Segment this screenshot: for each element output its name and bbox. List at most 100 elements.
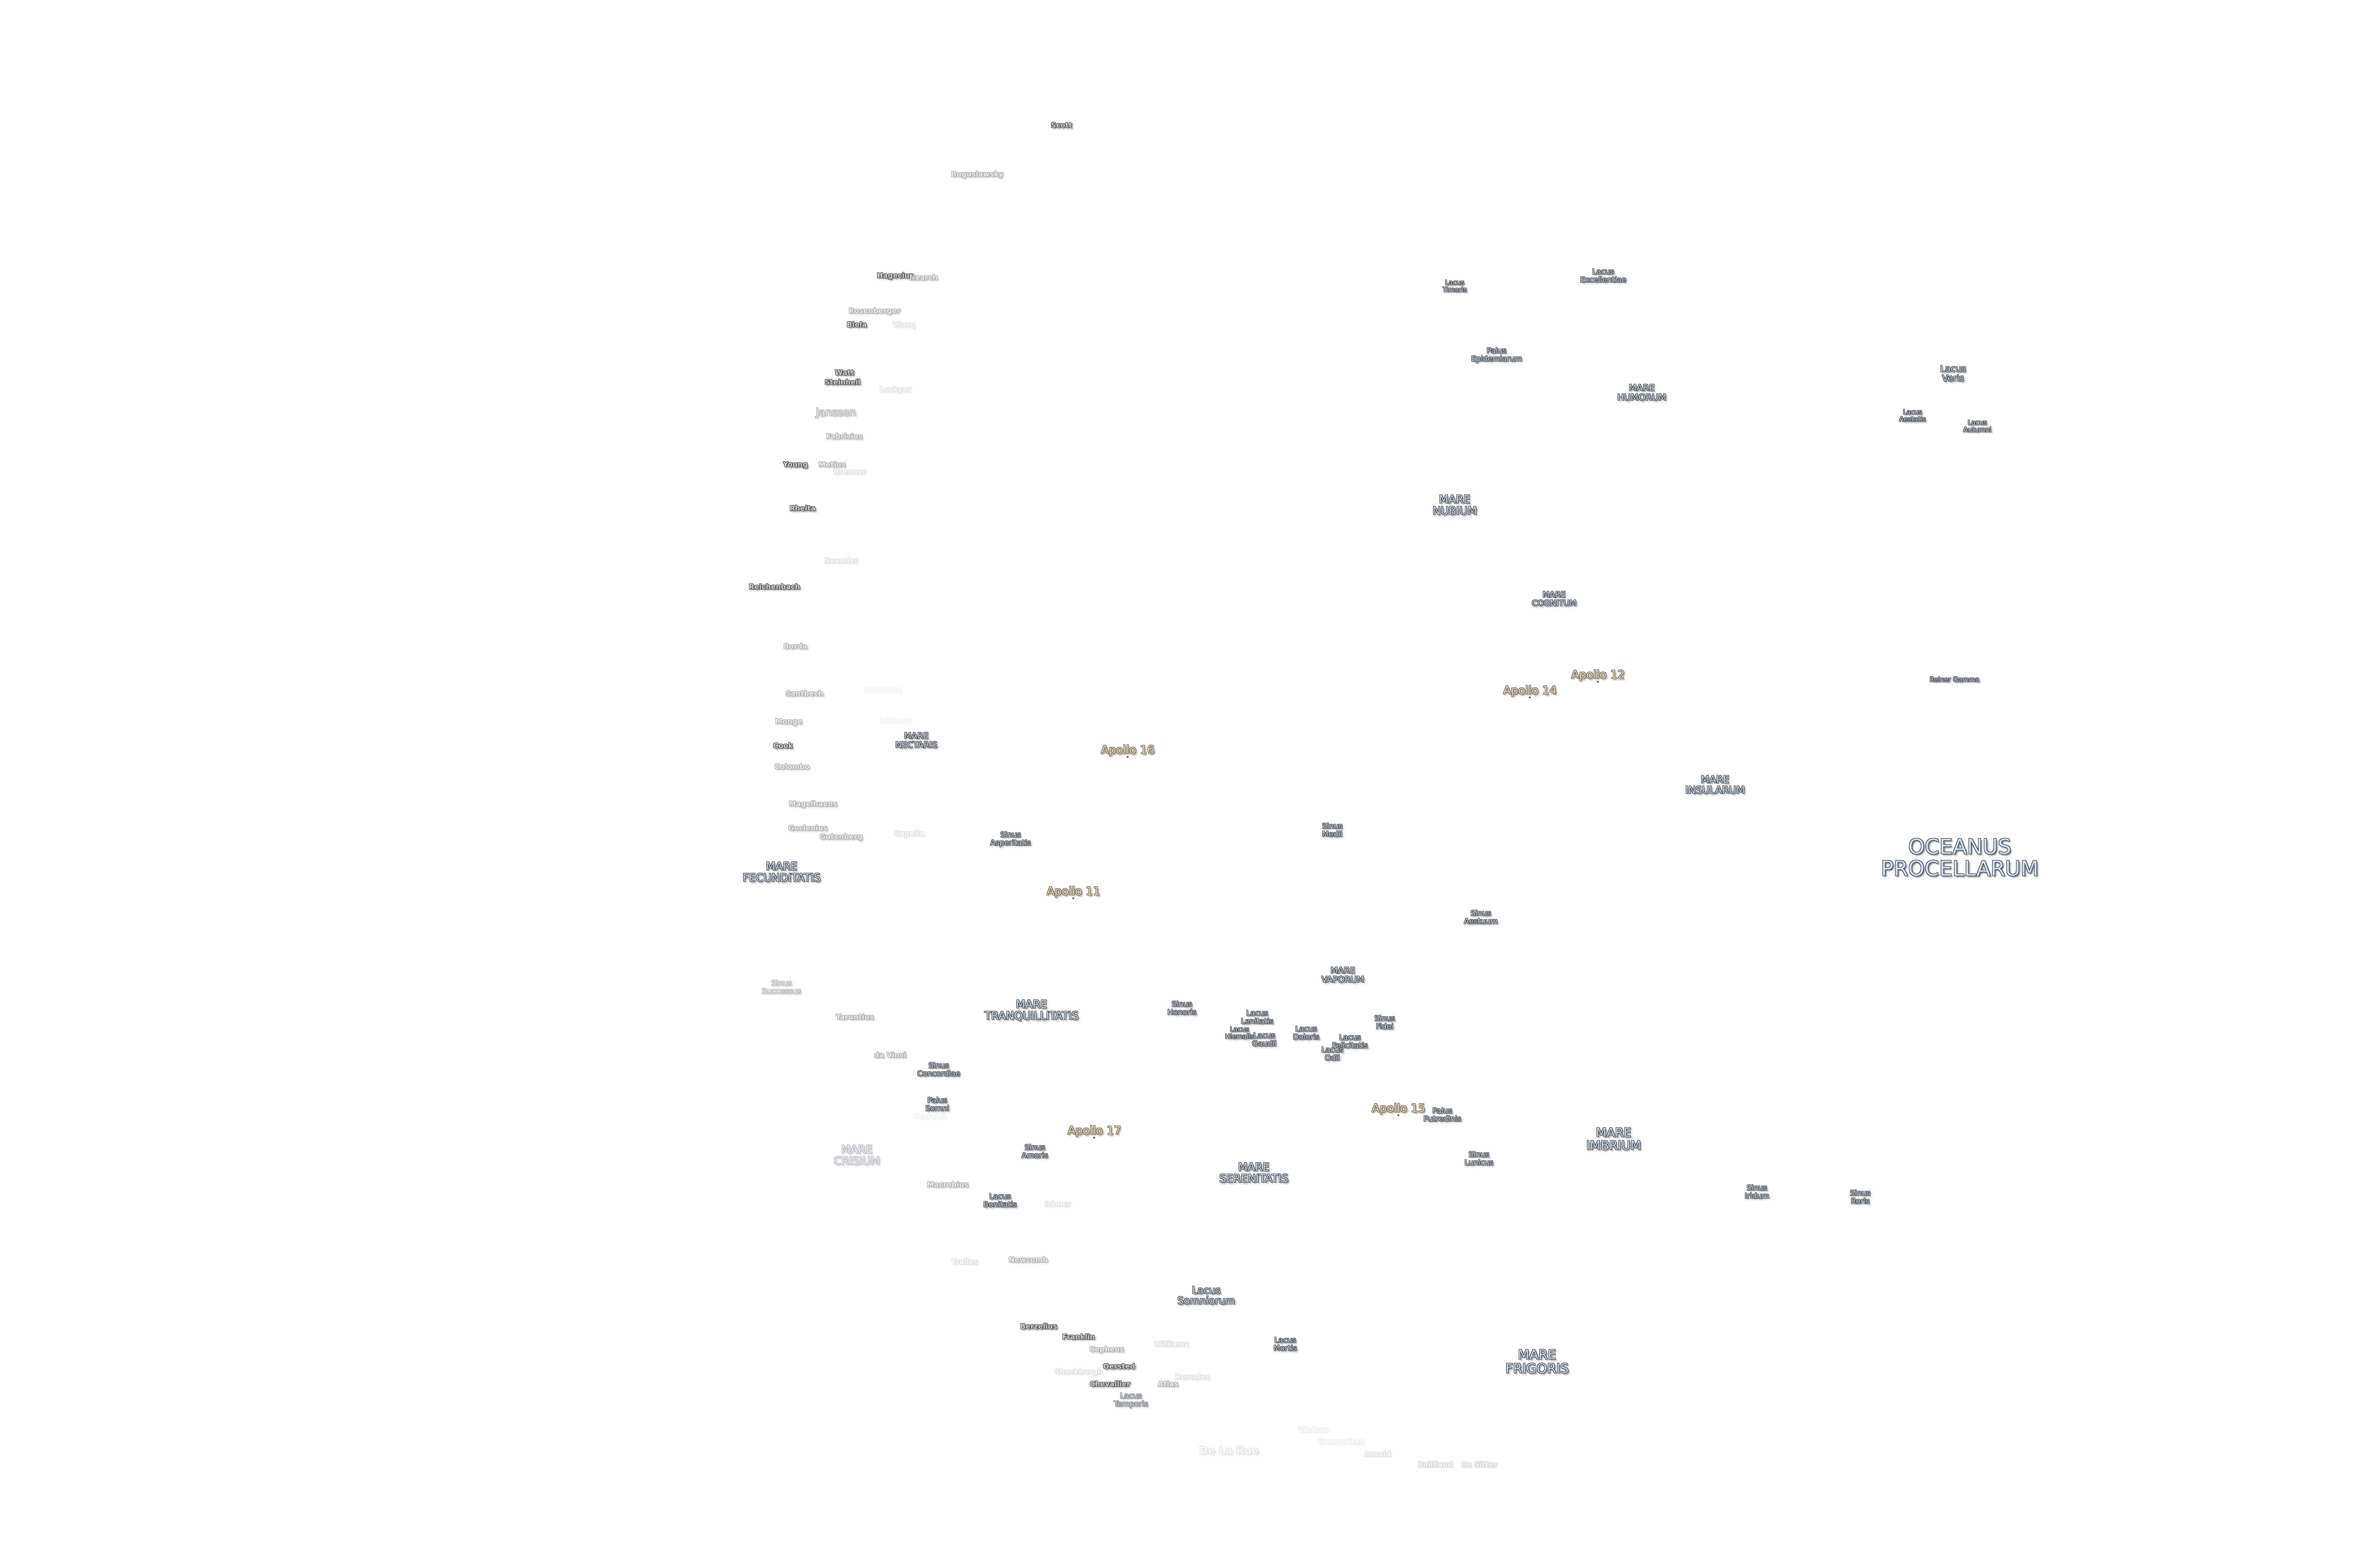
apollo-landing-site[interactable]: Apollo 17 <box>1067 1124 1121 1139</box>
sea-label[interactable]: Sinus Lunicus <box>1464 1150 1494 1167</box>
sea-label[interactable]: Sinus Medii <box>1322 821 1343 839</box>
crater-label[interactable]: Goclenius <box>788 824 828 833</box>
crater-label[interactable]: Daguerre <box>864 685 902 694</box>
crater-label[interactable]: Steinheil <box>824 378 861 387</box>
sea-label[interactable]: MARE COGNITUM <box>1532 590 1577 608</box>
crater-label[interactable]: Watt <box>834 368 854 377</box>
crater-label[interactable]: Santbech <box>785 689 823 698</box>
crater-label[interactable]: Biela <box>846 320 867 329</box>
crater-label[interactable]: Franklin <box>1062 1333 1095 1342</box>
apollo-landing-site[interactable]: Apollo 16 <box>1101 743 1155 758</box>
sea-label[interactable]: Lacus Mortis <box>1273 1335 1297 1353</box>
sea-label[interactable]: Lacus Somniorum <box>1177 1284 1235 1306</box>
sea-label[interactable]: Lacus Doloris <box>1293 1024 1319 1041</box>
crater-label[interactable]: Atlas <box>1158 1380 1179 1389</box>
crater-label[interactable]: Capella <box>894 829 924 838</box>
crater-label[interactable]: Arnold <box>1364 1450 1391 1459</box>
crater-label[interactable]: Berzelius <box>1020 1322 1057 1331</box>
crater-label[interactable]: da Vinci <box>874 1051 906 1060</box>
sea-label[interactable]: MARE INSULARUM <box>1685 773 1745 796</box>
sea-label[interactable]: Lacus Felicitatis <box>1332 1033 1368 1050</box>
sea-label[interactable]: MARE VAPORUM <box>1321 966 1364 985</box>
crater-label[interactable]: Lockyer <box>879 385 912 394</box>
crater-label[interactable]: Isidorus <box>880 716 912 725</box>
sea-label[interactable]: Palus Somni <box>925 1096 950 1113</box>
sea-label[interactable]: Lacus Timoris <box>1442 279 1467 294</box>
sea-label[interactable]: Lacus Autumni <box>1963 419 1992 434</box>
crater-label[interactable]: Monge <box>775 717 803 726</box>
crater-label[interactable]: Shuckburgh <box>1054 1367 1103 1376</box>
sea-label[interactable]: Sinus Concordiae <box>917 1061 961 1078</box>
crater-label[interactable]: De La Rue <box>1199 1445 1259 1457</box>
crater-label[interactable]: Gärtner <box>1297 1425 1329 1434</box>
sea-label[interactable]: Lacus Excellentiae <box>1580 267 1626 284</box>
sea-label[interactable]: Sinus Roris <box>1850 1188 1871 1206</box>
sea-label[interactable]: MARE FECUNDITATIS <box>743 860 821 884</box>
sea-label[interactable]: Lacus Temporis <box>1114 1391 1148 1408</box>
crater-label[interactable]: Williams <box>1154 1340 1189 1349</box>
sea-label[interactable]: MARE FRIGORIS <box>1505 1346 1569 1376</box>
sea-label[interactable]: MARE SERENITATIS <box>1219 1161 1289 1185</box>
crater-label[interactable]: Janssen <box>815 406 856 419</box>
crater-label[interactable]: De Sitter <box>1461 1460 1497 1469</box>
sea-label[interactable]: MARE IMBRIUM <box>1586 1126 1641 1153</box>
crater-label[interactable]: Colombo <box>774 762 810 771</box>
crater-label[interactable]: Magelhaens <box>789 800 837 809</box>
sea-label[interactable]: Lacus Gaudii <box>1252 1031 1277 1048</box>
crater-label[interactable]: Scott <box>1051 121 1072 130</box>
apollo-landing-site[interactable]: Apollo 11 <box>1046 884 1101 900</box>
crater-label[interactable]: Gutenberg <box>819 832 863 841</box>
crater-label[interactable]: Bailliaud <box>1418 1460 1453 1469</box>
crater-label[interactable]: Boguslawsky <box>951 170 1003 179</box>
sea-label[interactable]: MARE NECTARIS <box>895 731 938 750</box>
sea-label[interactable]: Lacus Aestatis <box>1899 408 1926 423</box>
apollo-landing-site[interactable]: Apollo 15 <box>1371 1101 1426 1117</box>
crater-label[interactable]: Young <box>783 460 808 469</box>
sea-label[interactable]: Sinus Successus <box>762 979 802 996</box>
crater-label[interactable]: Borda <box>783 642 807 651</box>
sea-label[interactable]: Sinus Fidei <box>1374 1014 1395 1031</box>
sea-label[interactable]: Lacus Hiemalis <box>1225 1026 1254 1040</box>
crater-label[interactable]: Cook <box>773 741 793 751</box>
sea-label[interactable]: MARE TRANQUILLITATIS <box>984 998 1079 1022</box>
sea-label[interactable]: Reiner Gamma <box>1929 676 1980 684</box>
crater-label[interactable]: Macrobius <box>927 1180 969 1189</box>
sea-label[interactable]: Lacus Lenitatis <box>1240 1008 1274 1026</box>
sea-label[interactable]: Lacus Veris <box>1940 364 1966 384</box>
sea-label[interactable]: Lacus Bonitatis <box>983 1192 1017 1209</box>
crater-label[interactable]: Reichenbach <box>749 583 800 592</box>
apollo-landing-site[interactable]: Apollo 12 <box>1571 668 1625 683</box>
crater-label[interactable]: Maraldi <box>915 1112 946 1121</box>
apollo-landing-site[interactable]: Apollo 14 <box>1503 683 1557 699</box>
sea-label[interactable]: MARE NUBIUM <box>1432 493 1477 517</box>
sea-label[interactable]: Sinus Iridum <box>1745 1183 1769 1200</box>
crater-label[interactable]: Oersted <box>1103 1362 1135 1371</box>
sea-label[interactable]: MARE HUMORUM <box>1617 383 1666 403</box>
sea-label[interactable]: OCEANUS PROCELLARUM <box>1881 834 2039 881</box>
crater-label[interactable]: Metius <box>818 460 846 469</box>
crater-label[interactable]: Democritus <box>1318 1437 1364 1446</box>
crater-label[interactable]: Newcomb <box>1008 1255 1048 1265</box>
sea-label[interactable]: Palus Putredinis <box>1423 1106 1461 1123</box>
crater-label[interactable]: Taruntius <box>836 1013 874 1022</box>
crater-label[interactable]: Vlacq <box>892 320 915 329</box>
crater-label[interactable]: Fabricius <box>826 432 863 441</box>
sea-label[interactable]: Palus Epidemiarum <box>1471 346 1522 363</box>
crater-label[interactable]: Tralles <box>952 1257 978 1266</box>
sea-label[interactable]: Lacus Odii <box>1321 1045 1343 1062</box>
sea-label[interactable]: Sinus Honoris <box>1167 999 1197 1017</box>
crater-label[interactable]: Brenner <box>833 467 866 476</box>
crater-label[interactable]: Römer <box>1044 1200 1071 1209</box>
sea-label[interactable]: Sinus Asperitatis <box>990 830 1031 847</box>
crater-label[interactable]: Nearch <box>909 273 938 282</box>
crater-label[interactable]: Chevallier <box>1090 1380 1130 1389</box>
crater-label[interactable]: Rheita <box>789 504 816 513</box>
sea-label[interactable]: MARE CRISIUM <box>833 1143 880 1167</box>
crater-label[interactable]: Hagecius <box>877 271 914 280</box>
sea-label[interactable]: Sinus Amoris <box>1021 1143 1048 1160</box>
crater-label[interactable]: Hercules <box>1175 1373 1210 1382</box>
crater-label[interactable]: Rosenberger <box>848 306 901 316</box>
crater-label[interactable]: Neander <box>824 556 858 565</box>
crater-label[interactable]: Cepheus <box>1089 1345 1124 1354</box>
sea-label[interactable]: Sinus Aestuum <box>1464 909 1498 926</box>
